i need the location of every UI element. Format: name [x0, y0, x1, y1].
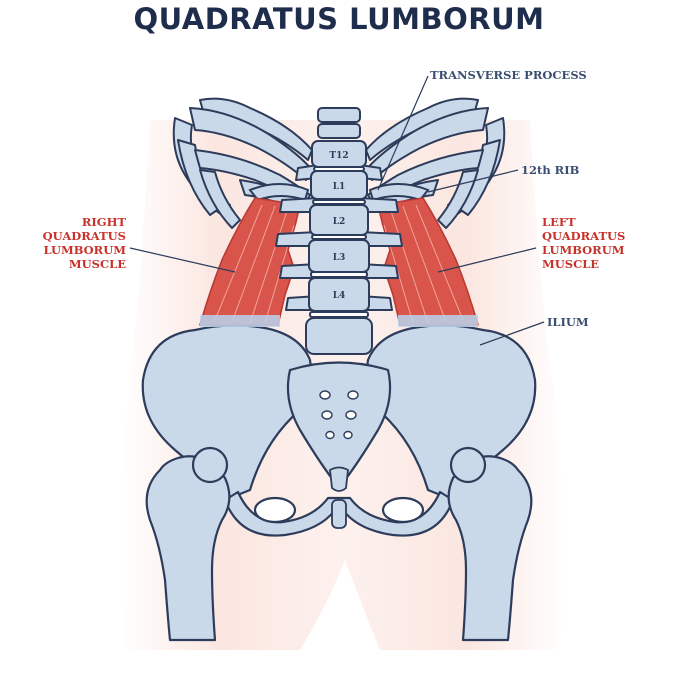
label-left-qlm-line4: MUSCLE	[542, 257, 600, 271]
label-right-qlm: RIGHT QUADRATUS LUMBORUM MUSCLE	[20, 215, 126, 271]
label-left-qlm-line2: QUADRATUS	[542, 229, 626, 243]
leader-transverse-process	[377, 75, 429, 191]
leader-ilium	[479, 321, 545, 346]
label-transverse-process: TRANSVERSE PROCESS	[430, 68, 587, 82]
leader-12th-rib	[427, 169, 519, 193]
label-left-qlm-line3: LUMBORUM	[542, 243, 625, 257]
ql-muscle-right	[199, 197, 301, 326]
ql-muscle-right-insertion	[200, 315, 280, 327]
label-right-qlm-line3: LUMBORUM	[43, 243, 126, 257]
pubic-symphysis	[331, 499, 347, 529]
coccyx	[329, 466, 349, 492]
spine	[275, 107, 403, 355]
label-right-qlm-line2: QUADRATUS	[42, 229, 126, 243]
leader-left-qlm	[437, 247, 537, 273]
vertebra-label-T12: T12	[329, 151, 348, 161]
ql-muscle-left-insertion	[398, 315, 478, 327]
label-12th-rib: 12th RIB	[521, 163, 580, 177]
leader-lines	[129, 75, 545, 346]
vertebra-label-L1: L1	[333, 182, 346, 192]
label-left-qlm: LEFT QUADRATUS LUMBORUM MUSCLE	[542, 215, 652, 271]
page-title: QUADRATUS LUMBORUM	[133, 2, 545, 36]
femurs	[145, 446, 533, 642]
sacral-foramina	[319, 390, 359, 440]
femur-head-right	[191, 446, 229, 484]
ql-muscle-left	[377, 197, 479, 326]
leader-right-qlm	[129, 247, 236, 273]
label-left-qlm-line1: LEFT	[542, 215, 576, 229]
vertebra-label-L2: L2	[333, 217, 346, 227]
pubic-arch	[223, 490, 455, 537]
label-right-qlm-line4: MUSCLE	[68, 257, 126, 271]
vertebra-label-L4: L4	[333, 291, 346, 301]
label-ilium: ILIUM	[547, 315, 589, 329]
femur-head-left	[449, 446, 487, 484]
label-right-qlm-line1: RIGHT	[81, 215, 126, 229]
vertebra-label-L3: L3	[333, 253, 346, 263]
vertebra-L5	[305, 317, 373, 355]
